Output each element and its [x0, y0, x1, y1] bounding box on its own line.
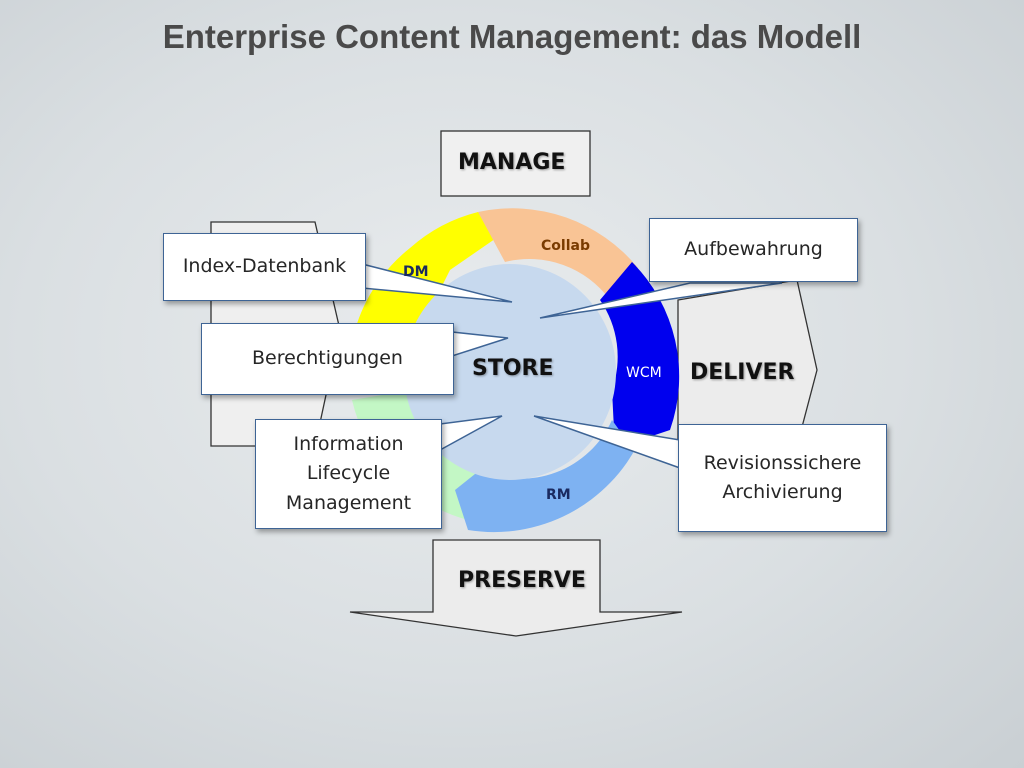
- aufbewahrung-text: Aufbewahrung: [684, 238, 823, 261]
- preserve-label: PRESERVE: [458, 568, 586, 593]
- ring-rm: [455, 420, 640, 533]
- revision-callout: Revisionssichere Archivierung: [678, 424, 887, 532]
- ring-wcm: [600, 262, 680, 450]
- aufbewahrung-callout: Aufbewahrung: [649, 218, 858, 282]
- deliver-label: DELIVER: [690, 360, 795, 385]
- index-datenbank-callout: Index-Datenbank: [163, 233, 366, 301]
- ring-collab: [478, 208, 638, 300]
- preserve-arrow: [349, 539, 683, 637]
- ilm-line-1: Information: [293, 432, 404, 455]
- revision-line-2: Archivierung: [722, 481, 843, 503]
- berechtigungen-callout: Berechtigungen: [201, 323, 454, 395]
- page-title: Enterprise Content Management: das Model…: [162, 18, 862, 55]
- aufbewahrung-callout-tail: [539, 282, 783, 319]
- revision-line-1: Revisionssichere: [703, 451, 862, 474]
- manage-box: [440, 130, 591, 197]
- ilm-line-3: Management: [285, 491, 412, 514]
- ilm-callout: Information Lifecycle Management: [255, 419, 442, 529]
- wcm-label: WCM: [626, 365, 662, 381]
- rm-label: RM: [546, 487, 571, 503]
- dm-label: DM: [403, 264, 429, 280]
- index-datenbank-text: Index-Datenbank: [182, 255, 347, 278]
- manage-label: MANAGE: [458, 150, 566, 175]
- ring-dm: [355, 212, 505, 330]
- ilm-line-2: Lifecycle: [306, 462, 391, 485]
- berechtigungen-text: Berechtigungen: [252, 347, 403, 370]
- store-label: STORE: [472, 356, 554, 381]
- collab-label: Collab: [541, 238, 590, 254]
